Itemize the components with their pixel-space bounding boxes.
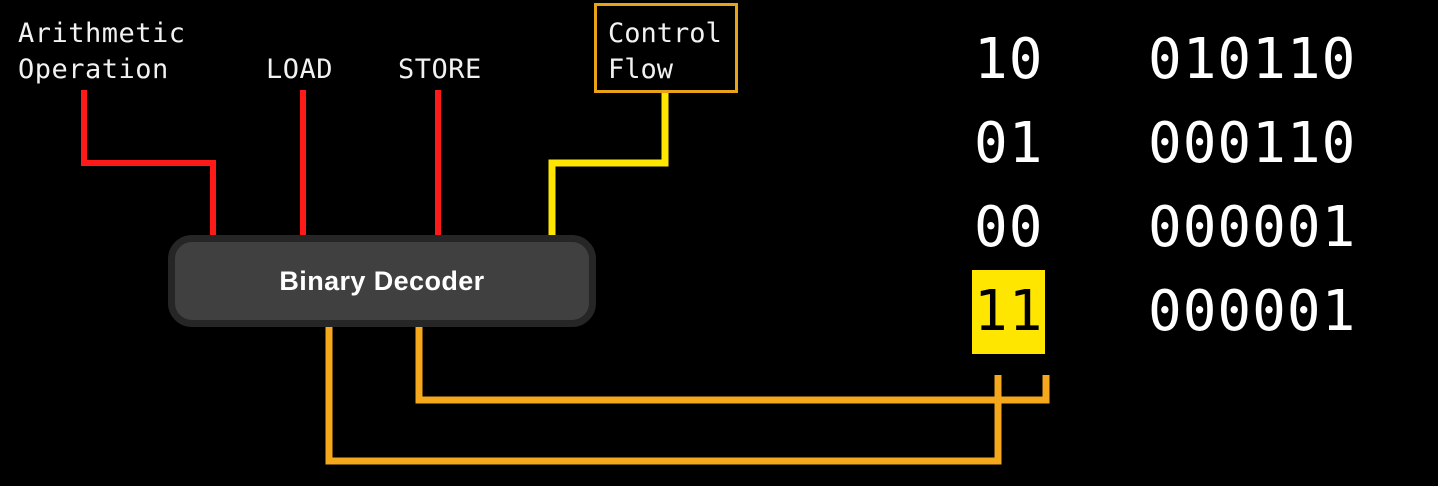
opcode-word: 000001 (1148, 279, 1357, 344)
wire-output-lower (325, 325, 1002, 465)
wire-control-flow (548, 93, 669, 238)
input-label-load: LOAD (266, 54, 334, 85)
opcode-bits-highlighted: 11 (972, 270, 1046, 354)
opcode-bits: 00 (974, 195, 1044, 260)
control-flow-label: Control Flow (608, 18, 722, 85)
input-label-arithmetic-operation: Arithmetic Operation (18, 18, 186, 85)
input-label-store: STORE (398, 54, 482, 85)
binary-decoder-title: Binary Decoder (279, 265, 485, 296)
control-flow-box[interactable]: Control Flow (594, 3, 738, 93)
opcode-word: 010110 (1148, 27, 1357, 92)
opcode-word: 000110 (1148, 111, 1357, 176)
wire-arithmetic-operation (81, 90, 216, 238)
opcode-table: 10 010110 01 000110 00 000001 11 000001 (968, 18, 1428, 354)
table-row-highlighted: 11 000001 (968, 270, 1428, 354)
table-row: 00 000001 (968, 186, 1428, 270)
binary-decoder-node[interactable]: Binary Decoder (168, 235, 596, 327)
opcode-bits: 01 (974, 111, 1044, 176)
opcode-bits: 10 (974, 27, 1044, 92)
wire-output-upper (415, 325, 1050, 404)
table-row: 10 010110 (968, 18, 1428, 102)
table-row: 01 000110 (968, 102, 1428, 186)
opcode-word: 000001 (1148, 195, 1357, 260)
